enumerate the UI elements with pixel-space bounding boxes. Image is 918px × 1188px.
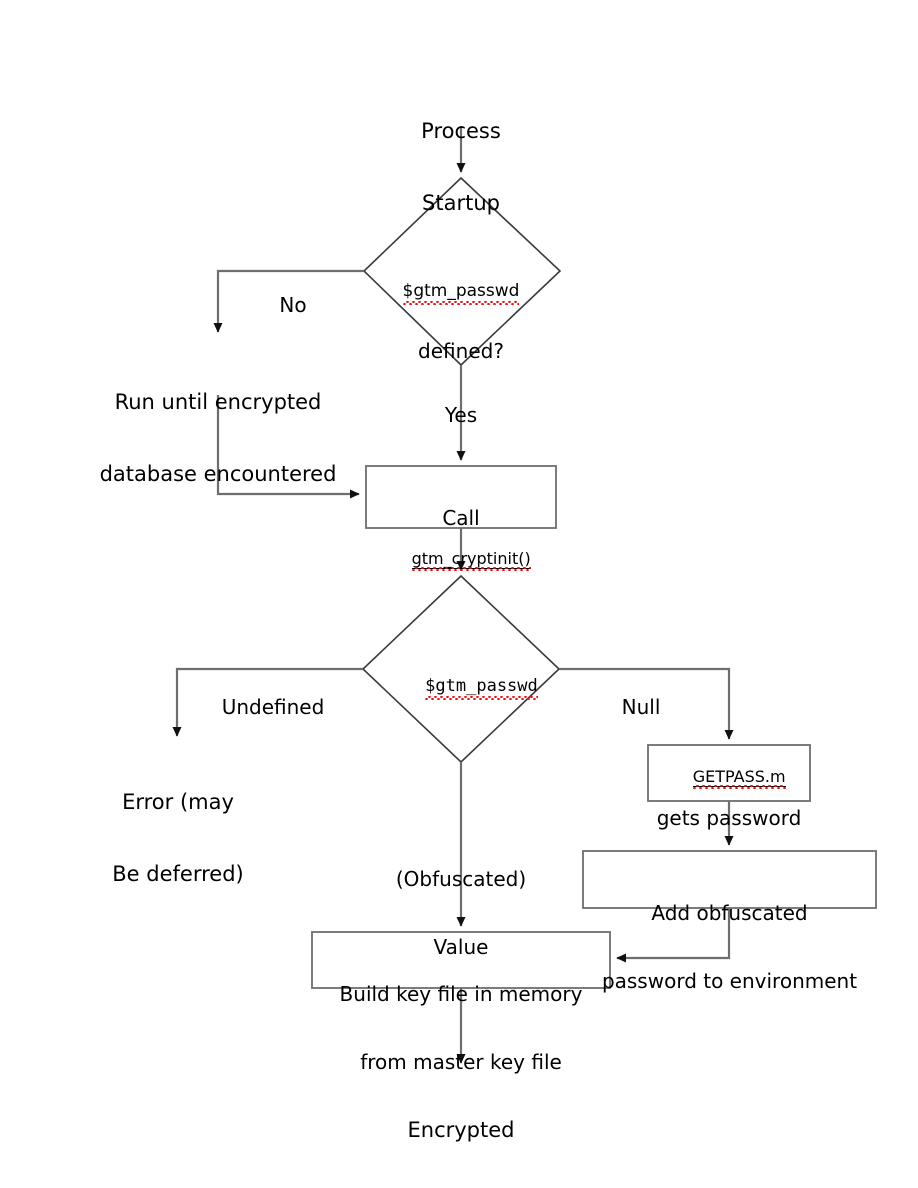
end-line1: Encrypted: [407, 1117, 515, 1142]
add-obfuscated-line2: password to environment: [601, 968, 858, 993]
node-label-getpass: GETPASS.m gets password: [648, 750, 810, 866]
getpass-line1: GETPASS.m: [692, 767, 786, 790]
add-obfuscated-line1: Add obfuscated: [651, 900, 808, 925]
run-until-line1: Run until encrypted: [114, 389, 322, 414]
process-startup-line2: Startup: [422, 190, 500, 215]
edge-label-obfuscated-value: (Obfuscated) Value: [371, 822, 551, 1004]
add-obfuscated-box: [582, 850, 877, 909]
node-label-end: Encrypted database operation: [331, 1071, 591, 1188]
build-key-line1: Build key file in memory: [339, 981, 583, 1006]
decision1-line1-wrap: $gtm_passwd: [361, 281, 561, 306]
edge-no-to-run-until: [213, 269, 364, 333]
edge-label-yes: Yes: [444, 403, 478, 427]
node-label-run-until: Run until encrypted database encountered: [88, 343, 348, 535]
edge-label-undefined: Undefined: [221, 695, 325, 719]
edge-label-null: Null: [621, 695, 661, 719]
edge-label-no: No: [279, 293, 307, 317]
node-label-decision2: $gtm_passwd: [361, 658, 561, 716]
node-label-add-obfuscated: Add obfuscated password to environment: [583, 856, 876, 1038]
node-label-decision1: $gtm_passwd defined?: [361, 246, 561, 400]
edge-run-until-to-call: [216, 395, 360, 499]
edge-add-obfuscated-to-build-key: [616, 908, 731, 963]
node-label-call-cryptinit: Call gtm_cryptinit(): [366, 471, 556, 587]
call-cryptinit-line2-wrap: gtm_cryptinit(): [411, 548, 531, 572]
call-cryptinit-line1: Call: [442, 506, 480, 531]
build-key-line2: from master key file: [360, 1049, 562, 1074]
call-cryptinit-line2: gtm_cryptinit(): [411, 548, 531, 572]
edge-null-to-getpass: [559, 667, 734, 740]
decision1-line1: $gtm_passwd: [402, 281, 520, 306]
edge-undefined-to-error: [172, 667, 363, 737]
decision2-line1: $gtm_passwd: [425, 676, 538, 701]
run-until-line2: database encountered: [99, 461, 337, 486]
error-line1: Error (may: [122, 789, 234, 814]
obfuscated-value-line2: Value: [433, 934, 489, 959]
error-line2: Be deferred): [112, 861, 244, 886]
obfuscated-value-line1: (Obfuscated): [395, 866, 527, 891]
decision1-line2: defined?: [418, 339, 504, 364]
getpass-line1-wrap: GETPASS.m: [692, 767, 786, 790]
node-label-process-startup: Process Startup: [361, 72, 561, 264]
getpass-line2: gets password: [656, 805, 802, 830]
build-key-box: [311, 931, 611, 989]
node-label-error: Error (may Be deferred): [67, 743, 289, 935]
process-startup-line1: Process: [421, 118, 501, 143]
node-label-build-key: Build key file in memory from master key…: [312, 937, 610, 1119]
